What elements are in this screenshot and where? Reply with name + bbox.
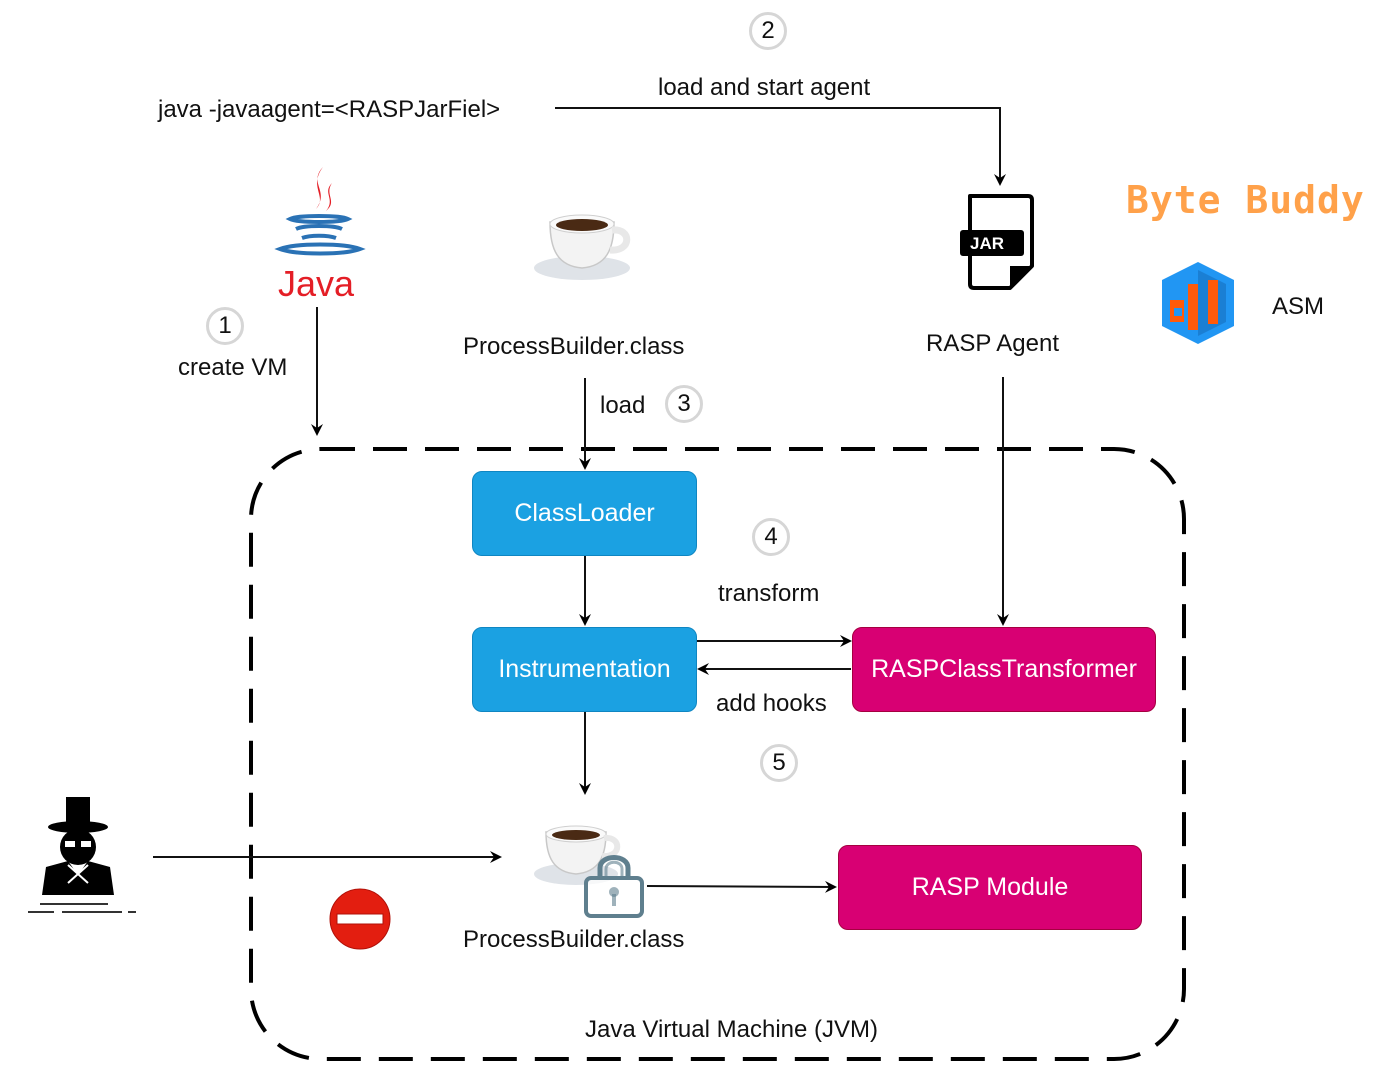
rasp-agent-label: RASP Agent — [926, 330, 1059, 357]
attacker-icon — [28, 795, 140, 920]
jar-file-icon: JAR — [960, 192, 1040, 292]
coffee-cup-icon — [532, 200, 638, 284]
rasp-class-transformer-node[interactable]: RASPClassTransformer — [852, 627, 1156, 712]
java-logo: Java — [268, 165, 368, 305]
step-badge-1: 1 — [206, 307, 244, 345]
rasp-module-node[interactable]: RASP Module — [838, 845, 1142, 930]
arrow-rasp-module — [646, 880, 837, 893]
step-label-transform: transform — [718, 580, 820, 607]
process-builder-protected-label: ProcessBuilder.class — [463, 926, 685, 953]
step-label-load-agent: load and start agent — [658, 74, 871, 101]
asm-label: ASM — [1272, 293, 1325, 320]
javaagent-command: java -javaagent=<RASPJarFiel> — [158, 96, 501, 123]
step-badge-3: 3 — [665, 385, 703, 423]
step-label-add-hooks: add hooks — [716, 690, 827, 717]
blocked-icon — [329, 888, 391, 950]
bytebuddy-logo: Byte Buddy — [1126, 178, 1365, 222]
asm-logo-icon — [1158, 260, 1238, 346]
process-builder-class-label: ProcessBuilder.class — [463, 333, 685, 360]
lock-icon — [584, 855, 644, 918]
java-cup-icon — [274, 167, 366, 256]
jvm-label: Java Virtual Machine (JVM) — [585, 1016, 878, 1043]
instrumentation-node[interactable]: Instrumentation — [472, 627, 697, 712]
step-badge-2: 2 — [749, 12, 787, 50]
java-logo-text: Java — [278, 263, 355, 304]
arrow-load-agent — [555, 107, 1006, 186]
step-label-load: load — [600, 392, 646, 419]
protected-class-icon — [532, 810, 648, 920]
step-label-create-vm: create VM — [178, 354, 288, 381]
step-badge-4: 4 — [752, 518, 790, 556]
jar-label: JAR — [970, 234, 1005, 253]
step-badge-5: 5 — [760, 744, 798, 782]
jvm-boundary — [249, 447, 1186, 1061]
classloader-node[interactable]: ClassLoader — [472, 471, 697, 556]
